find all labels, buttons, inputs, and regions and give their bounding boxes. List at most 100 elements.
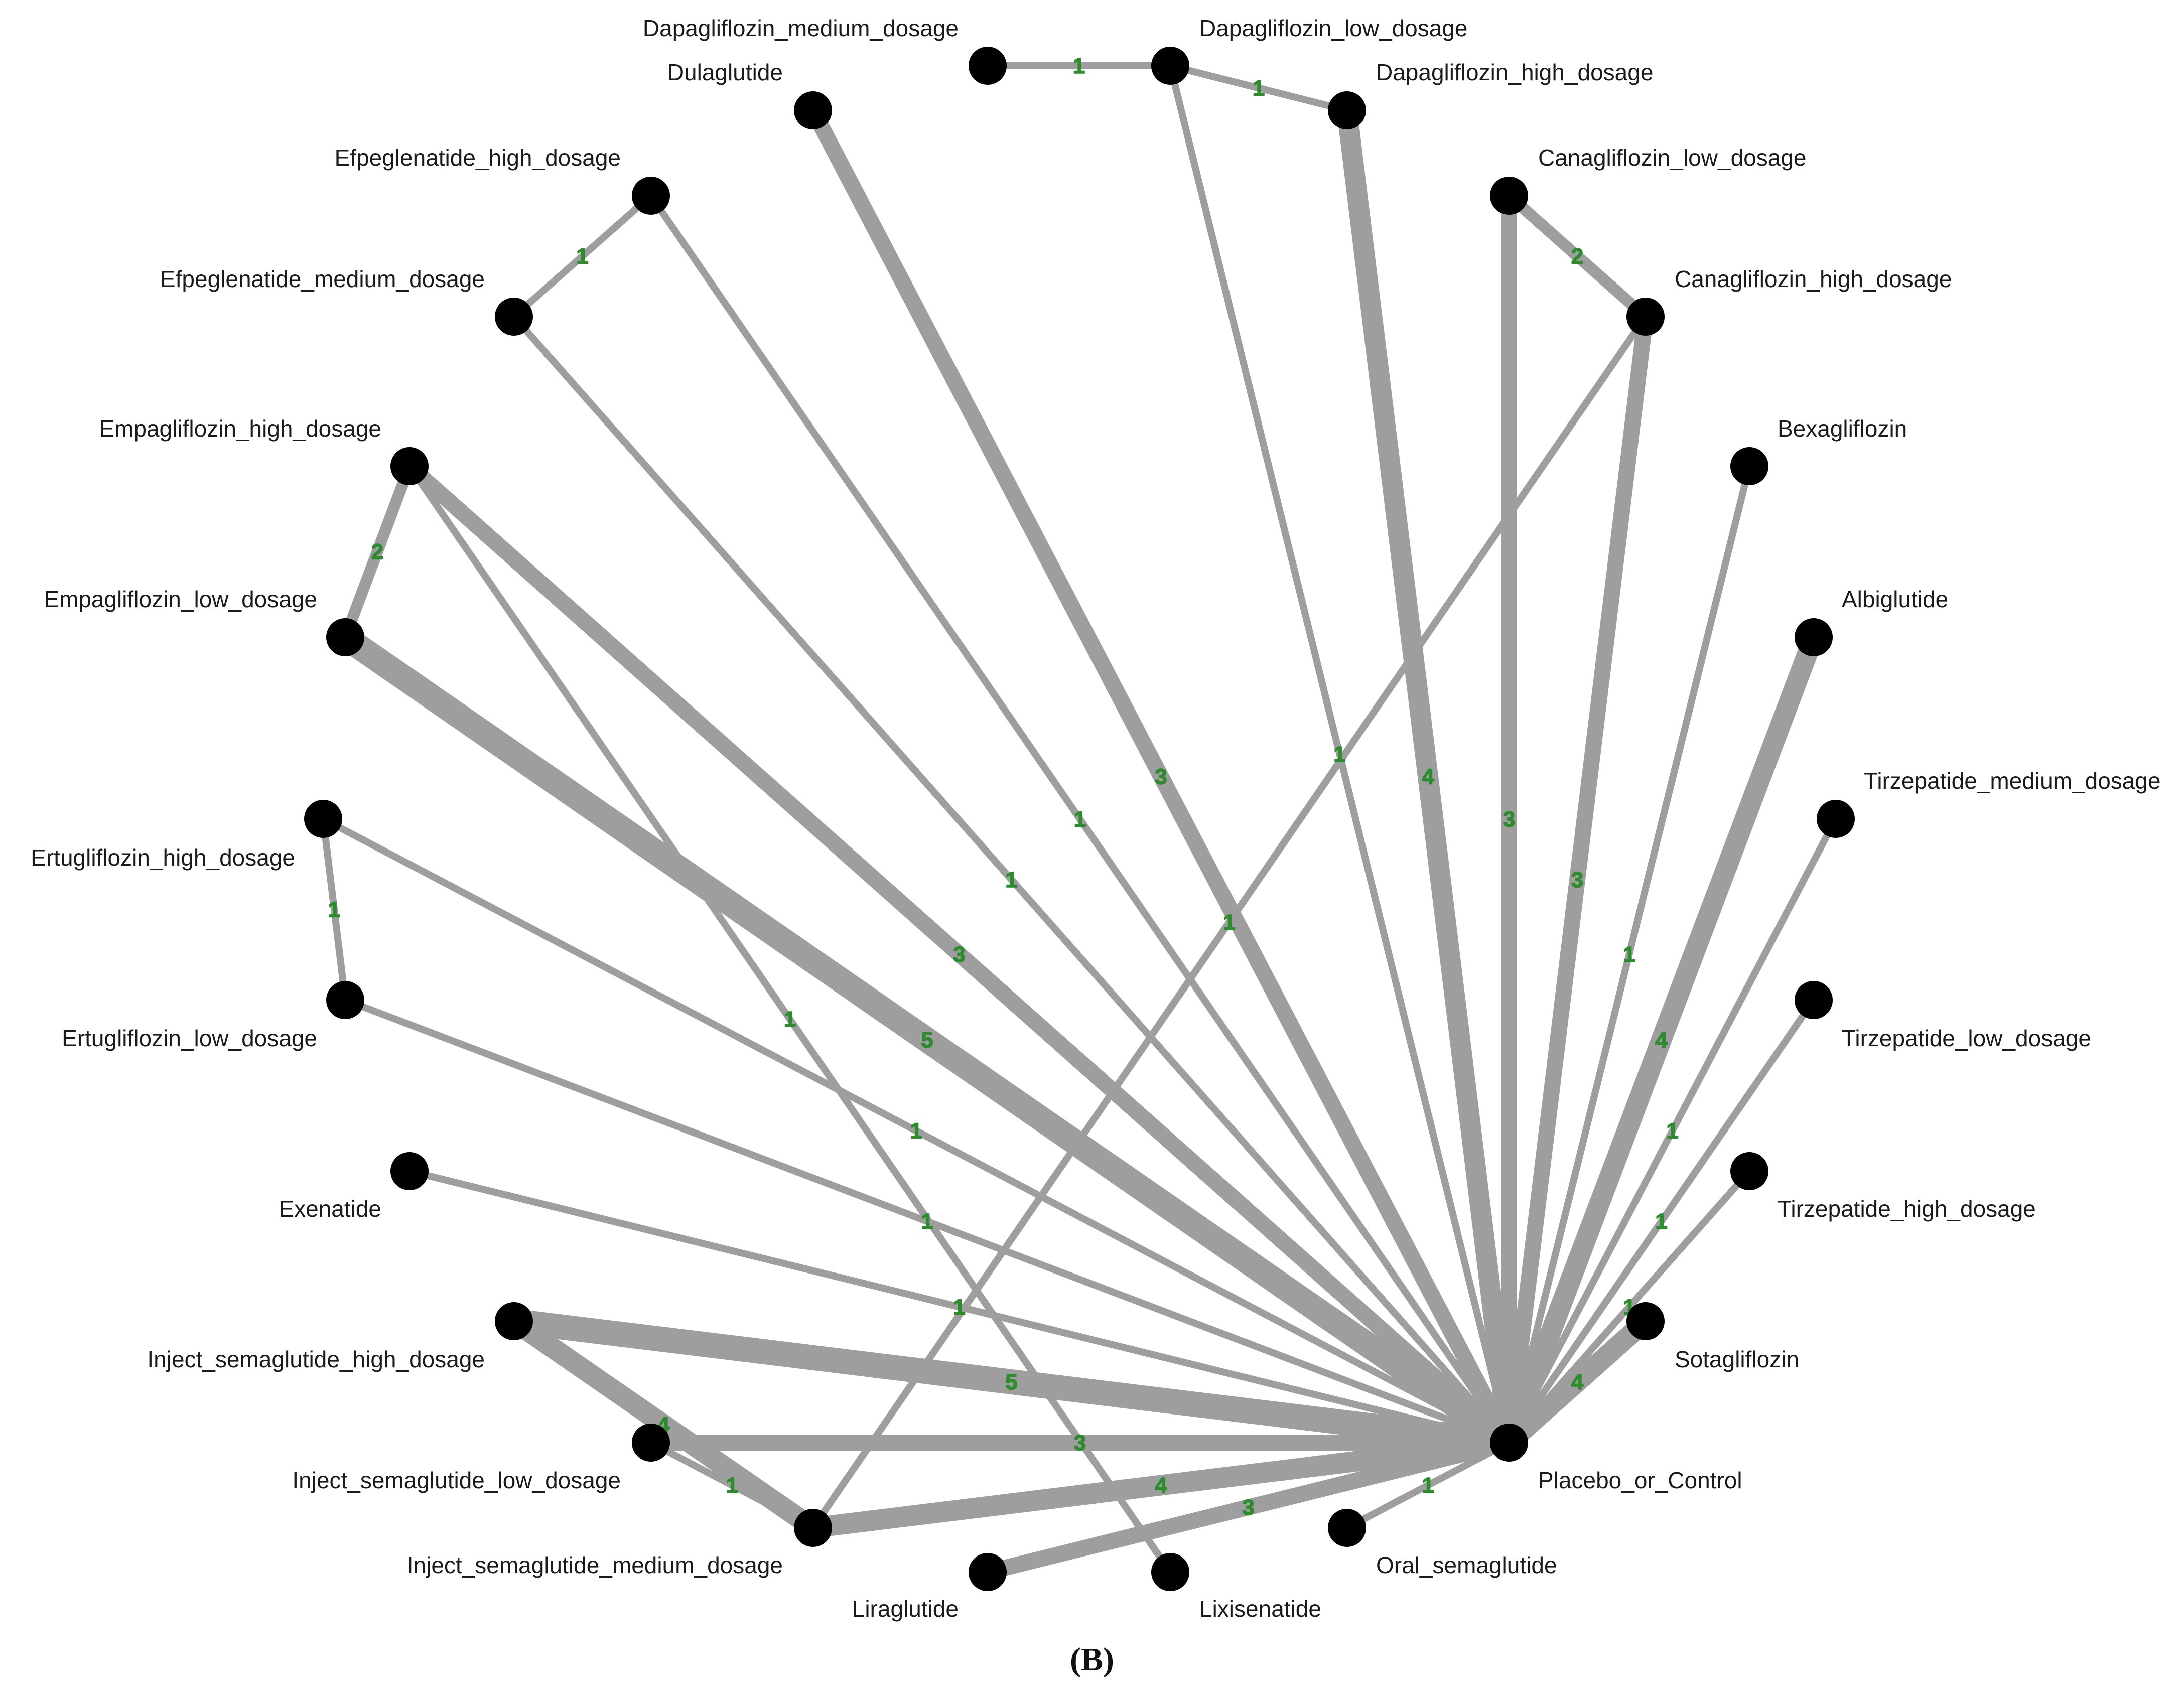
node-label-sema_oral: Oral_semaglutide [1376,1552,1557,1578]
edge-ertu_high-ertu_low [320,818,349,1001]
node-label-sema_inj_med: Inject_semaglutide_medium_dosage [407,1552,783,1578]
figure-caption: (B) [1070,1641,1114,1678]
node-label-sema_inj_high: Inject_semaglutide_high_dosage [147,1346,485,1372]
node-label-ertu_low: Ertugliflozin_low_dosage [62,1025,317,1051]
node-label-ertu_high: Ertugliflozin_high_dosage [31,844,295,871]
node-label-lixi: Lixisenatide [1199,1596,1321,1622]
nodes-layer [304,47,1855,1591]
edge-sema_inj_high-sema_inj_med [508,1313,819,1536]
edge-ertu_high-placebo [321,815,1511,1446]
edge-count-dapa_low-dapa_high: 1 [1253,76,1265,101]
edge-count-empa_high-placebo: 3 [953,942,965,967]
node-sota [1626,1302,1665,1340]
edge-efpeg_high-efpeg_med [511,193,653,320]
edge-count-tirz_low-placebo: 1 [1655,1209,1667,1234]
edge-cana_low-cana_high [1505,191,1650,321]
node-dapa_low [1151,47,1189,85]
node-placebo [1490,1424,1528,1462]
node-label-empa_high: Empagliflozin_high_dosage [99,415,381,442]
edge-sema_oral-placebo [1345,1439,1511,1531]
edge-count-lira-placebo: 3 [1242,1495,1254,1520]
edge-albi-placebo [1499,633,1824,1447]
edge-count-efpeg_med-placebo: 1 [1005,868,1017,892]
edge-count-sema_inj_high-placebo: 5 [1005,1370,1017,1394]
edge-sota-placebo [1502,1313,1653,1451]
edge-count-empa_high-empa_low: 2 [371,540,383,564]
edge-ertu_low-placebo [344,997,1511,1446]
node-label-sota: Sotagliflozin [1675,1346,1799,1372]
edge-count-albi-placebo: 4 [1655,1028,1668,1053]
edge-cana_high-placebo [1501,316,1654,1444]
edge-count-sota-placebo: 4 [1571,1370,1584,1394]
edge-dapa_low-dapa_high [1169,62,1348,114]
node-lixi [1151,1553,1189,1591]
node-efpeg_med [495,298,533,336]
node-label-cana_high: Canagliflozin_high_dosage [1675,266,1952,292]
node-albi [1795,618,1833,656]
node-label-tirz_high: Tirzepatide_high_dosage [1778,1196,2036,1222]
edge-count-cana_low-cana_high: 2 [1571,244,1583,269]
node-sema_oral [1328,1509,1366,1547]
edge-exen-placebo [408,1168,1510,1446]
edge-count-dapa_med-dapa_low: 1 [1073,54,1085,78]
node-labels-layer: Placebo_or_ControlDapagliflozin_medium_d… [31,15,2160,1622]
edge-count-sema_inj_low-placebo: 3 [1074,1431,1086,1455]
node-label-bexa: Bexagliflozin [1778,415,1907,442]
node-label-tirz_low: Tirzepatide_low_dosage [1842,1025,2091,1051]
edge-count-cana_high-sema_inj_med: 1 [1223,910,1235,935]
edge-count-efpeg_high-efpeg_med: 1 [576,244,588,269]
edge-sema_inj_med-placebo [811,1432,1511,1538]
edge-efpeg_high-placebo [648,194,1512,1445]
edge-count-tirz_med-placebo: 1 [1666,1119,1678,1144]
node-cana_high [1626,298,1665,336]
node-sema_inj_low [632,1424,670,1462]
node-efpeg_high [632,177,670,215]
node-lira [969,1553,1007,1591]
edge-count-ertu_high-ertu_low: 1 [328,898,340,922]
node-sema_inj_high [495,1302,533,1340]
edge-count-sema_inj_low-sema_inj_med: 1 [726,1473,738,1498]
edge-tirz_med-placebo [1506,817,1839,1445]
node-label-efpeg_high: Efpeglenatide_high_dosage [335,145,621,171]
node-exen [390,1152,429,1190]
edge-efpeg_med-placebo [511,314,1512,1445]
node-bexa [1730,447,1768,485]
node-label-tirz_med: Tirzepatide_medium_dosage [1864,768,2161,794]
edge-count-efpeg_high-placebo: 1 [1074,807,1086,832]
edge-count-ertu_high-placebo: 1 [910,1119,922,1144]
edge-empa_high-placebo [404,460,1515,1449]
node-ertu_low [326,981,364,1019]
edge-count-sema_inj_med-placebo: 4 [1155,1473,1167,1498]
edge-tirz_low-placebo [1506,998,1817,1445]
edge-count-bexa-placebo: 1 [1623,942,1635,967]
node-dula [794,91,832,129]
node-dapa_high [1328,91,1366,129]
edge-count-dula-placebo: 3 [1155,765,1167,789]
edge-count-sema_oral-placebo: 1 [1422,1473,1434,1498]
node-label-sema_inj_low: Inject_semaglutide_low_dosage [292,1467,621,1493]
edge-count-empa_low-placebo: 5 [921,1028,933,1053]
node-tirz_high [1730,1152,1768,1190]
edge-count-dapa_low-placebo: 1 [1333,742,1345,767]
edge-dula-placebo [805,106,1517,1447]
node-empa_low [326,618,364,656]
node-dapa_med [969,47,1007,85]
edge-bexa-placebo [1506,465,1753,1444]
node-label-placebo: Placebo_or_Control [1538,1467,1742,1493]
edge-dapa_low-placebo [1167,65,1513,1444]
node-label-dapa_low: Dapagliflozin_low_dosage [1199,15,1467,41]
node-tirz_low [1795,981,1833,1019]
edge-empa_high-empa_low [340,464,415,640]
node-label-cana_low: Canagliflozin_low_dosage [1538,145,1806,171]
edge-count-dapa_high-placebo: 4 [1422,765,1434,789]
node-label-dapa_high: Dapagliflozin_high_dosage [1376,59,1653,85]
edge-count-empa_high-lixi: 1 [784,1007,796,1032]
edge-count-cana_high-placebo: 3 [1571,868,1583,892]
edge-sema_inj_high-placebo [512,1309,1511,1455]
edges-layer [320,62,1839,1580]
node-label-lira: Liraglutide [852,1596,959,1622]
node-label-empa_low: Empagliflozin_low_dosage [44,586,317,612]
edge-count-exen-placebo: 1 [953,1295,965,1320]
